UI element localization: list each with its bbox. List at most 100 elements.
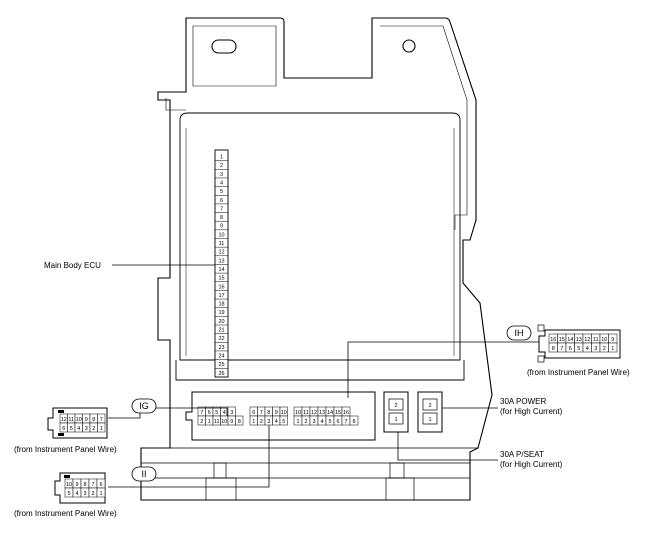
ecu-pin-number: 14 [218,267,224,273]
lower-tab-2 [205,477,237,501]
jb-c-pin-number: 11 [303,410,309,416]
ecu-pin-number: 23 [218,345,224,351]
lower-housing [141,380,478,501]
ig-pin-cell [97,422,106,433]
ecu-pin-number: 15 [218,276,224,282]
ecu-pin-number: 12 [218,250,224,256]
jb-c-pin-number: 15 [335,410,341,416]
ecu-pin-number: 16 [218,284,224,290]
connector-ih-circle: IH [506,325,532,341]
ig-pin-number: 8 [92,417,95,423]
jb-c-pin-number: 7 [344,419,347,425]
ih-pin-number: 3 [594,346,597,352]
ecu-cover-outline [179,112,461,361]
ecu-pin-number: 22 [218,336,224,342]
ecu-pin-number: 6 [220,198,223,204]
connector-ii-circle: II [131,466,157,482]
connector-ig-code: IG [139,401,149,411]
housing-outline [140,17,493,501]
ih-pin-number: 8 [552,346,555,352]
ih-pin-number: 10 [601,337,607,343]
ii-pin-number: 9 [75,482,78,488]
ecu-pin-number: 2 [220,163,223,169]
ecu-cover-ledge [175,360,465,381]
leader-lines [108,264,540,488]
ih-leader [347,341,540,398]
ii-pin-number: 2 [91,491,94,497]
jb-a-pin-number: 2 [200,419,203,425]
jb-a-pin-number: 11 [214,419,220,425]
ig-pin-number: 4 [77,426,80,432]
ih-pin-number: 15 [559,337,565,343]
jb-b-pin-number: 5 [282,419,285,425]
jb-c-pin-number: 14 [327,410,333,416]
pseat-30a-label: 30A P/SEAT [500,450,544,459]
jb-b-pin-number: 9 [275,410,278,416]
ecu-pin-number: 8 [220,215,223,221]
jb-c-pin-number: 1 [296,419,299,425]
jb-c-pin-cell [349,415,359,426]
ecu-pin-number: 21 [218,328,224,334]
pseat-leader [397,432,498,461]
ig-pin-number: 12 [61,417,67,423]
jb-a-pin-number: 6 [208,410,211,416]
ii-pin-number: 6 [99,482,102,488]
power-30a-sublabel: (for High Current) [500,407,563,416]
ii-pin-number: 7 [91,482,94,488]
power-pin-2: 2 [428,403,431,409]
jb-a-pin-cell [235,415,244,426]
jb-b-pin-number: 3 [267,419,270,425]
jb-b-pin-number: 6 [252,410,255,416]
ecu-pin-number: 24 [218,353,224,359]
housing-inner-step [165,98,186,111]
ih-source-label: (from Instrument Panel Wire) [527,368,630,377]
ig-pin-number: 1 [100,426,103,432]
ecu-pin-strip: 1234567891011121314151617181920212223242… [214,149,229,378]
ih-pin-number: 5 [577,346,580,352]
jb-a-pin-number: 10 [221,419,227,425]
ig-source-label: (from Instrument Panel Wire) [14,445,117,454]
ig-pin-number: 10 [76,417,82,423]
housing-inner-right [380,25,468,230]
jb-a-pin-number: 7 [200,410,203,416]
ii-pin-number: 10 [66,482,72,488]
jb-a-pin-number: 3 [230,410,233,416]
junction-block-housing [140,17,493,501]
jb-b-pin-number: 2 [260,419,263,425]
mounting-slot [211,39,237,54]
jb-a-pin-number: 1 [208,419,211,425]
ecu-pin-number: 10 [218,232,224,238]
ecu-pin-number: 18 [218,302,224,308]
ih-pin-number: 11 [593,337,599,343]
ih-pin-number: 6 [569,346,572,352]
lower-tab-4 [385,477,415,501]
ii-pin-number: 3 [83,491,86,497]
ii-pin-number: 8 [83,482,86,488]
ih-pin-number: 1 [611,346,614,352]
main-body-ecu-label: Main Body ECU [44,261,101,270]
jb-a-pin-number: 5 [215,410,218,416]
pseat-pin-1: 1 [394,417,397,423]
ih-pin-number: 13 [576,337,582,343]
ih-pin-number: 7 [560,346,563,352]
ih-pin-number: 14 [567,337,573,343]
jb-a-pin-number: 4 [223,410,226,416]
ecu-pin-number: 25 [218,362,224,368]
ih-pin-number: 12 [584,337,590,343]
jb-b-pin-number: 1 [252,419,255,425]
ecu-pin-number: 11 [219,241,225,247]
jb-c-pin-number: 10 [295,410,301,416]
housing-inner-left [192,25,277,87]
jb-c-pin-number: 16 [343,410,349,416]
lower-tab-3 [389,462,405,479]
pseat-pin-2: 2 [394,403,397,409]
ig-pin-number: 2 [92,426,95,432]
jb-a-pin-number: 8 [238,419,241,425]
pseat-30a-sublabel: (for High Current) [500,460,563,469]
ecu-pin-number: 26 [218,371,224,377]
